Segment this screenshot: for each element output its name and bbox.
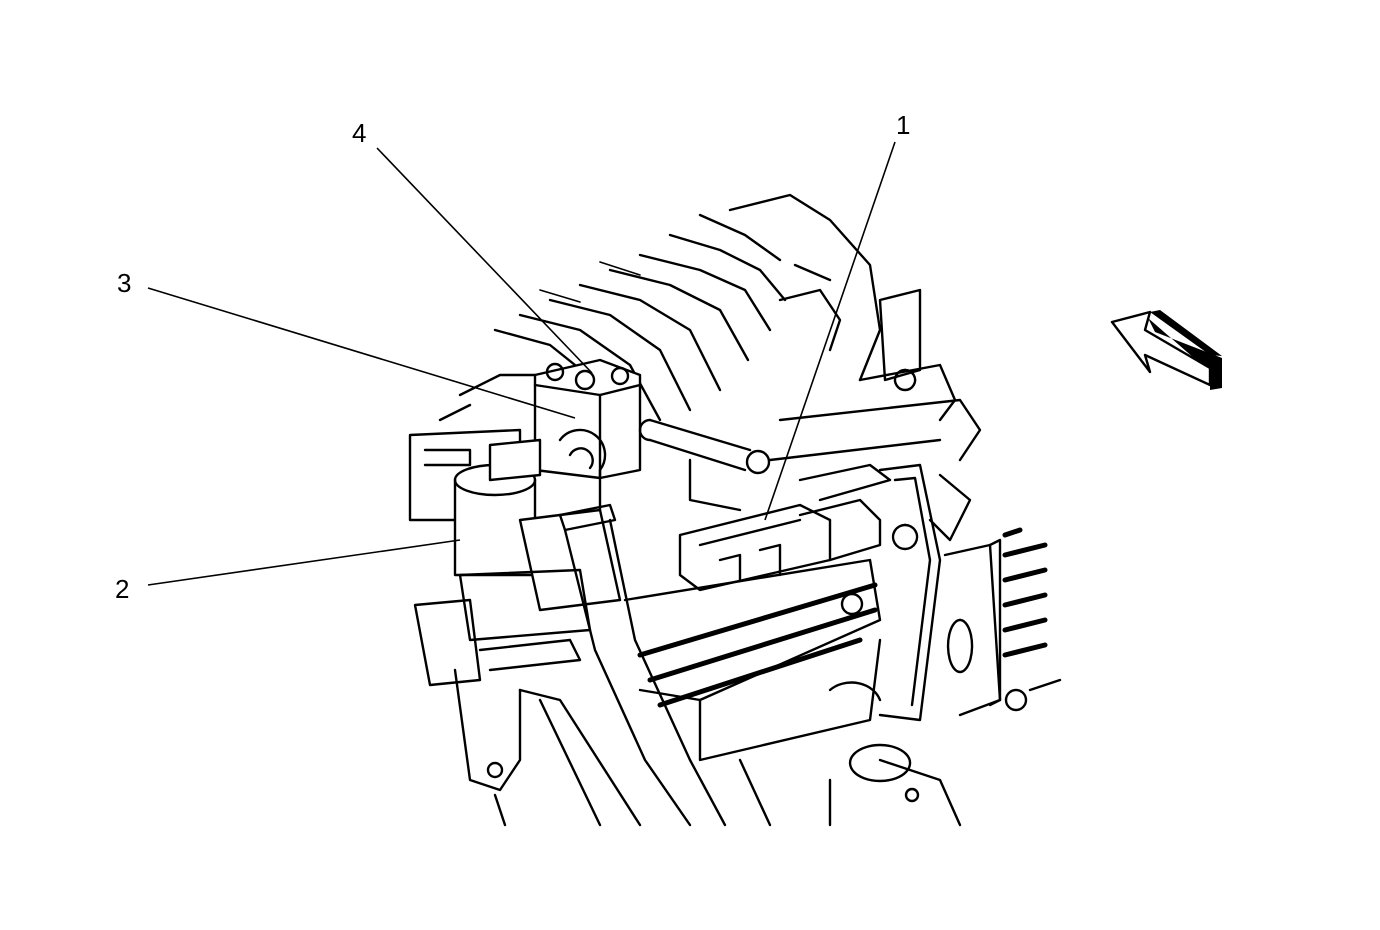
ignition-coil-housing [533,358,642,480]
leader-lines [147,141,896,586]
engine-block-right [943,527,1062,717]
leader-line-1 [764,141,896,521]
mounting-bracket [768,398,982,722]
fuel-rail-body [623,558,912,827]
callout-1: 1 [896,110,910,140]
callout-3: 3 [117,268,131,298]
engine-block-lower [438,373,962,827]
callout-2: 2 [115,574,129,604]
egr-valve-assembly [408,428,622,792]
callout-labels: 1 2 3 4 [115,110,910,604]
callout-4: 4 [352,118,366,148]
engine-illustration [408,193,1062,827]
ground-strap-cable [558,428,727,827]
vacuum-hose [638,418,771,512]
front-direction-arrow-icon [1110,310,1222,390]
leader-line-2 [147,539,461,586]
leader-line-4 [376,147,593,374]
leader-line-3 [147,287,576,419]
sensor-module [678,463,892,592]
